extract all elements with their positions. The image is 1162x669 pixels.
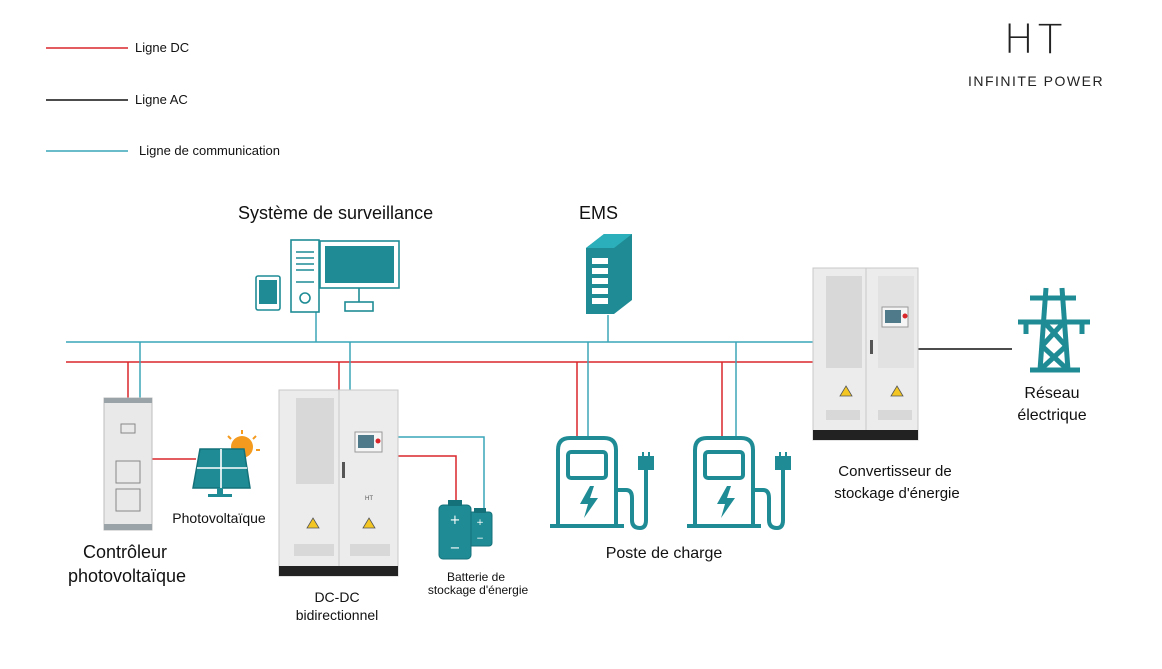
legend-ac-label: Ligne AC [135,92,188,107]
dcdc-cabinet: HT [278,389,399,577]
comm-links [139,312,737,512]
svg-text:−: − [476,534,484,544]
battery-icon: + − + − [438,500,493,560]
svg-text:HT: HT [365,496,373,502]
dcdc-label-line2: bidirectionnel [295,607,379,623]
monitoring-system-label: Système de surveillance [238,203,434,223]
photovoltaic-label: Photovoltaïque [172,510,266,526]
grid-label-line1: Réseau [1024,385,1080,402]
brand-tagline: INFINITE POWER [967,73,1105,89]
pv-controller-label-line1: Contrôleur [82,542,168,562]
battery-label-line2: stockage d'énergie [427,583,529,597]
ems-label: EMS [579,203,619,223]
pv-controller-label-line2: photovoltaïque [67,566,187,586]
brand-logo: HT [1003,17,1067,63]
pv-controller-cabinet [103,397,153,531]
solar-panel-icon [192,430,260,497]
ems-server-icon [586,234,632,314]
monitoring-system-icon [255,239,400,313]
charging-station-icon-1 [550,436,654,531]
converter-cabinet [812,267,919,441]
charging-station-label: Poste de charge [605,545,723,562]
grid-label-line2: électrique [1017,407,1087,424]
converter-label-line2: stockage d'énergie [834,485,960,502]
dc-links [127,362,723,502]
svg-text:+: + [476,518,484,528]
power-grid-pylon-icon [1018,287,1090,373]
charging-station-icon-2 [687,436,791,531]
svg-text:+: + [450,513,461,528]
legend-comm-label: Ligne de communication [139,143,280,158]
converter-label-line1: Convertisseur de [838,463,952,480]
battery-label-line1: Batterie de [446,570,506,584]
legend-dc-label: Ligne DC [135,40,190,55]
dcdc-label-line1: DC-DC [314,589,360,605]
svg-text:−: − [450,541,461,556]
